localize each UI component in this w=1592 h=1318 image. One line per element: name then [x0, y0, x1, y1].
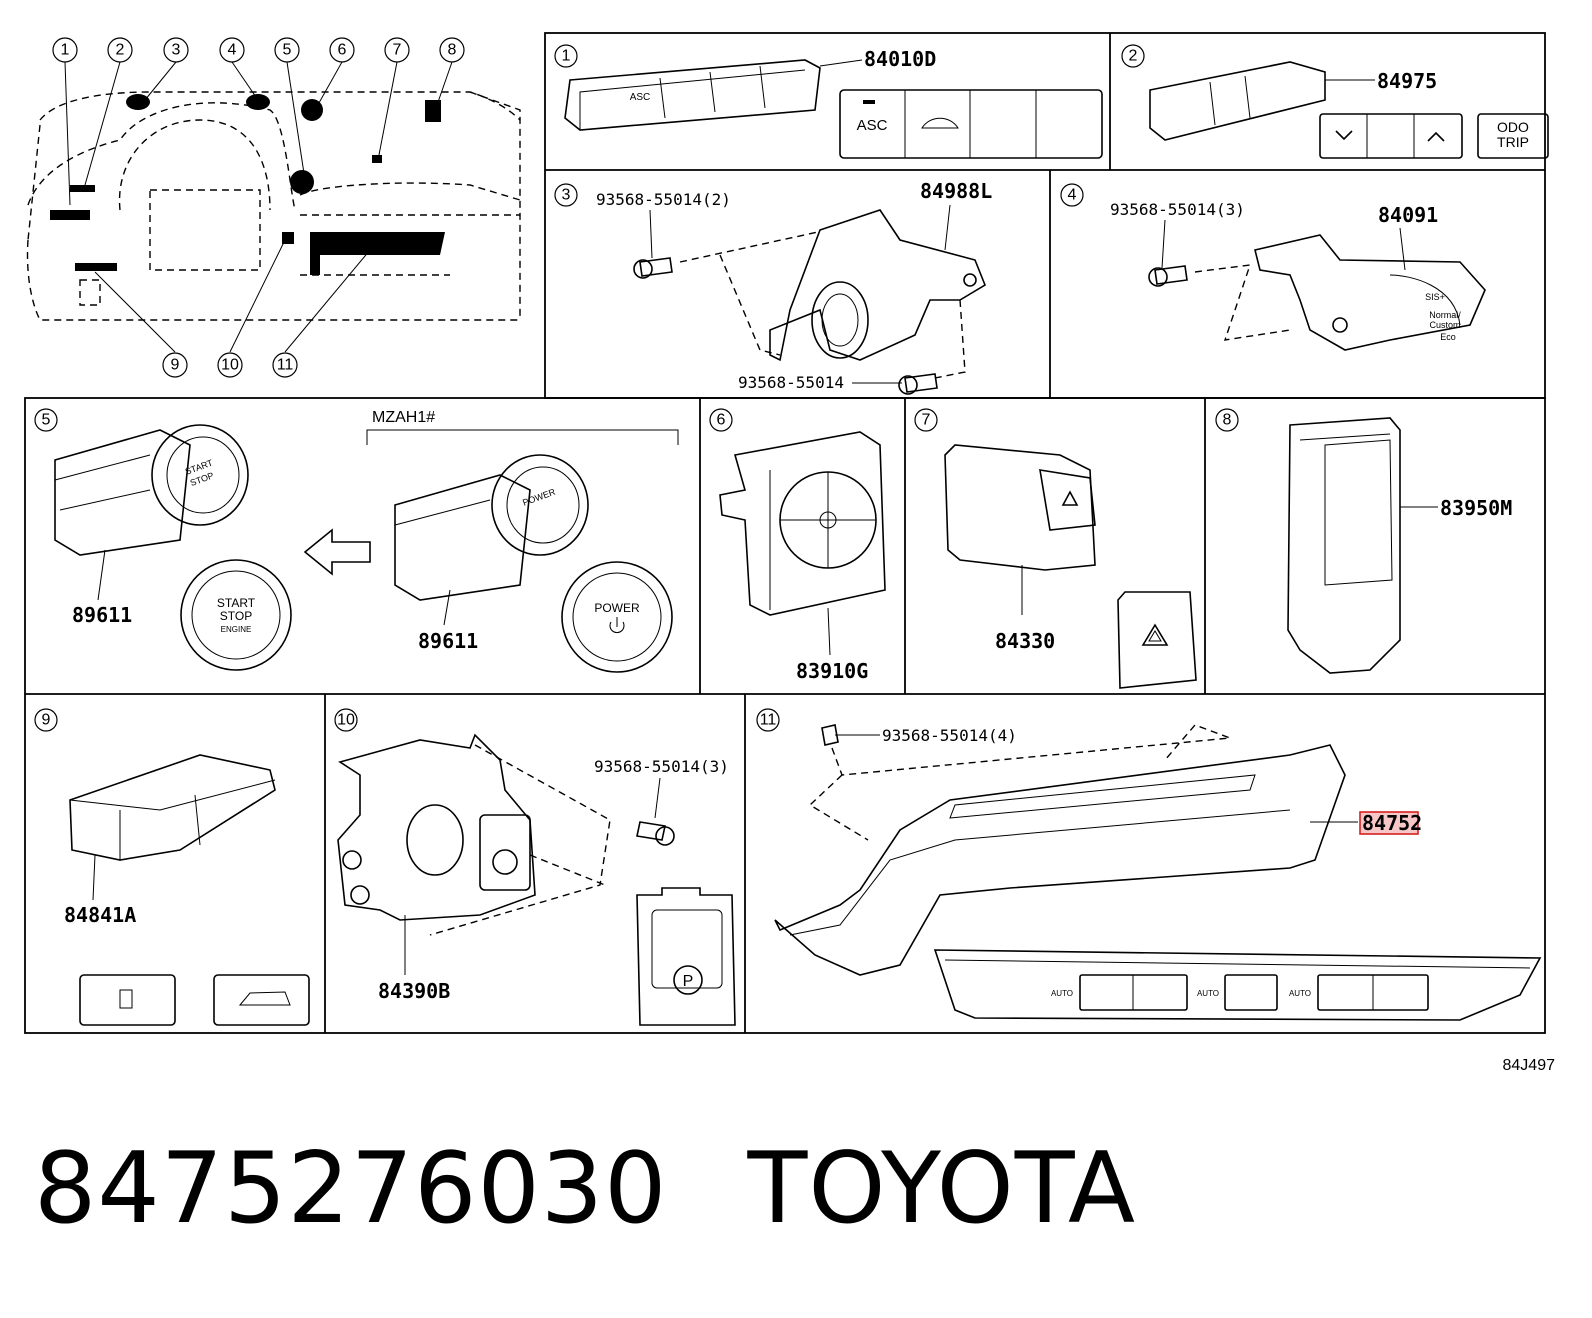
odo-label: ODO	[1497, 119, 1529, 135]
svg-text:Custom: Custom	[1429, 320, 1460, 330]
svg-text:9: 9	[42, 712, 51, 729]
part-84752: 84752	[1362, 811, 1422, 835]
part-84330: 84330	[995, 629, 1055, 653]
callout-7: 7	[393, 42, 402, 59]
dashboard-overview: 1 2 3 4 5 6 7 8	[26, 37, 521, 378]
callout-6: 6	[338, 42, 347, 59]
svg-text:7: 7	[922, 412, 931, 429]
start-label: START	[217, 596, 256, 610]
auto-label-1: AUTO	[1051, 989, 1073, 998]
part-84390B: 84390B	[378, 979, 450, 1003]
callout-11: 11	[277, 357, 294, 374]
callout-10: 10	[221, 357, 239, 374]
svg-text:3: 3	[562, 187, 571, 204]
callout-3: 3	[172, 42, 181, 59]
svg-text:ASC: ASC	[630, 92, 651, 103]
part-89611-a: 89611	[72, 603, 132, 627]
power-label: POWER	[594, 601, 640, 615]
panel-1: 1 ASC 84010D ASC	[554, 44, 1103, 159]
callout-4: 4	[228, 42, 237, 59]
brand-name: TOYOTA	[747, 1132, 1137, 1246]
svg-text:8: 8	[1223, 412, 1232, 429]
auto-label-3: AUTO	[1289, 989, 1311, 998]
panel-4: 4 93568-55014(3) 84091 SIS+ Normal/ Cust…	[1060, 183, 1486, 351]
part-84091: 84091	[1378, 203, 1438, 227]
panel-9: 9 84841A	[34, 708, 310, 1026]
svg-text:P: P	[683, 973, 694, 990]
trip-label: TRIP	[1497, 134, 1529, 150]
drawing-code: 84J497	[1503, 1057, 1556, 1074]
svg-text:2: 2	[1129, 48, 1138, 65]
part-83950M: 83950M	[1440, 496, 1512, 520]
part-93568-55014-2: 93568-55014(2)	[596, 190, 731, 209]
svg-text:10: 10	[337, 712, 355, 729]
part-93568-55014-3: 93568-55014(3)	[1110, 200, 1245, 219]
callout-9: 9	[171, 357, 180, 374]
panel-6: 6 83910G	[709, 408, 886, 683]
part-84975: 84975	[1377, 69, 1437, 93]
svg-text:Eco: Eco	[1440, 332, 1456, 342]
svg-text:Normal/: Normal/	[1429, 310, 1461, 320]
panel-7: 7 84330	[914, 408, 1197, 689]
part-93568-55014-4: 93568-55014(4)	[882, 726, 1017, 745]
panel-10: 10 93568-55014(3) 84390B P	[334, 708, 736, 1026]
part-84988L: 84988L	[920, 179, 992, 203]
svg-text:6: 6	[717, 412, 726, 429]
part-89611-b: 89611	[418, 629, 478, 653]
svg-text:4: 4	[1068, 187, 1077, 204]
highlight-84752	[1359, 811, 1419, 835]
svg-text:POWER: POWER	[521, 486, 557, 507]
panel-5: 5 MZAH1# START STOP 89611 START STOP ENG…	[34, 408, 679, 673]
part-93568-55014-3b: 93568-55014(3)	[594, 757, 729, 776]
svg-text:11: 11	[760, 712, 777, 729]
variant-label: MZAH1#	[372, 409, 435, 426]
svg-text:SIS+: SIS+	[1425, 292, 1445, 302]
panel-11: 11 93568-55014(4) 84752 AUTO AUTO AUTO	[756, 708, 1542, 1021]
engine-label: ENGINE	[221, 625, 252, 634]
part-84841A: 84841A	[64, 903, 136, 927]
part-83910G: 83910G	[796, 659, 868, 683]
callout-5: 5	[283, 42, 292, 59]
svg-text:1: 1	[562, 48, 571, 65]
stop-label: STOP	[220, 609, 252, 623]
panel-grid	[24, 32, 1546, 1034]
panel-3: 3 93568-55014(2) 84988L 93568-55014	[554, 179, 992, 395]
part-number: 8475276030	[34, 1132, 668, 1246]
overview-callouts-bottom: 9 10 11	[94, 239, 371, 378]
callout-1: 1	[61, 42, 70, 59]
panel-2: 2 84975 ODO TRIP	[1121, 44, 1549, 159]
svg-text:5: 5	[42, 412, 51, 429]
overview-callouts-top: 1 2 3 4 5 6 7 8	[52, 37, 465, 63]
callout-8: 8	[448, 42, 457, 59]
panel-8: 8 83950M	[1215, 408, 1512, 674]
auto-label-2: AUTO	[1197, 989, 1219, 998]
callout-2: 2	[116, 42, 125, 59]
part-84010D: 84010D	[864, 47, 936, 71]
part-93568-55014: 93568-55014	[738, 373, 844, 392]
asc-label: ASC	[857, 117, 888, 134]
